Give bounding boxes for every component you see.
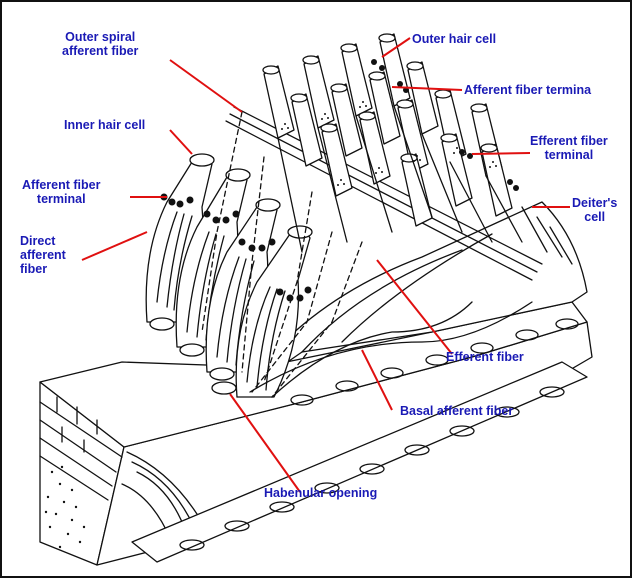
label-line: terminal (530, 148, 608, 162)
label-line: Deiter's (572, 196, 617, 210)
label-inner-hair-cell: Inner hair cell (64, 118, 145, 132)
inner-hair-cells (146, 154, 312, 397)
label-line: afferent fiber (62, 44, 138, 58)
label-line: terminal (22, 192, 100, 206)
label-outer-spiral-afferent-fiber: Outer spiral afferent fiber (62, 30, 138, 58)
label-deiters-cell: Deiter's cell (572, 196, 617, 224)
outer-hair-cells (263, 34, 522, 252)
label-efferent-fiber-terminal: Efferent fiber terminal (530, 134, 608, 162)
label-line: fiber (20, 262, 66, 276)
label-line: Afferent fiber (22, 178, 100, 192)
leader-direct-afferent (82, 232, 147, 260)
label-line: afferent (20, 248, 66, 262)
label-basal-afferent-fiber: Basal afferent fiber (400, 404, 513, 418)
leader-efferent-terminal (472, 153, 530, 154)
label-direct-afferent-fiber: Direct afferent fiber (20, 234, 66, 276)
label-efferent-fiber: Efferent fiber (446, 350, 524, 364)
label-line: Outer spiral (62, 30, 138, 44)
label-line: Direct (20, 234, 66, 248)
label-habenular-opening: Habenular opening (264, 486, 377, 500)
label-line: Efferent fiber (530, 134, 608, 148)
label-line: cell (572, 210, 617, 224)
label-outer-hair-cell: Outer hair cell (412, 32, 496, 46)
leader-outer-spiral (170, 60, 242, 112)
leader-inner-hair-cell (170, 130, 192, 154)
label-afferent-fiber-terminal-outer: Afferent fiber termina (464, 83, 591, 97)
label-afferent-fiber-terminal-inner: Afferent fiber terminal (22, 178, 100, 206)
